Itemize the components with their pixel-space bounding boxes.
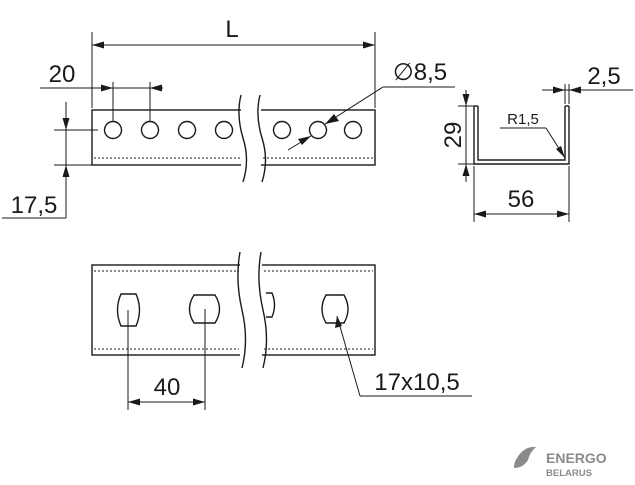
break-line-left	[238, 94, 248, 183]
slot-pitch-label: 40	[154, 374, 181, 401]
hole-offset-label: 17,5	[11, 192, 58, 219]
dim-slot-pitch: 40	[128, 374, 205, 406]
wall-thickness-label: 2,5	[587, 63, 620, 90]
dim-hole-pitch: 20	[40, 61, 163, 92]
brand-logo: ENERGO BELARUS	[514, 446, 607, 479]
dim-length: L	[91, 16, 376, 108]
hole	[214, 120, 234, 140]
slot	[188, 294, 221, 324]
hole	[140, 120, 160, 140]
base-break-right	[258, 251, 268, 369]
dim-wall-thickness: 2,5	[542, 63, 633, 104]
dim-hole-diameter: ∅8,5	[287, 59, 455, 151]
slot-size-label: 17x10,5	[374, 369, 459, 396]
hole-diameter-label: ∅8,5	[393, 59, 447, 86]
hole-pitch-label: 20	[49, 61, 76, 88]
length-label: L	[225, 16, 238, 43]
dim-height: 29	[440, 90, 478, 182]
leaf-icon	[514, 446, 536, 468]
bend-radius-label: R1,5	[507, 111, 539, 128]
break-line-right	[257, 94, 267, 183]
holes	[103, 120, 363, 140]
hole	[308, 120, 328, 140]
base-break-left	[237, 251, 247, 369]
hole	[343, 120, 363, 140]
dim-width: 56	[473, 166, 570, 222]
dim-bend-radius: R1,5	[500, 111, 566, 159]
section-inner	[477, 106, 566, 161]
section-outer	[473, 106, 570, 165]
dim-hole-offset: 17,5	[2, 102, 98, 219]
hole	[272, 120, 292, 140]
profile-side-view	[91, 82, 376, 183]
logo-line1: ENERGO	[546, 450, 607, 466]
hole	[177, 120, 197, 140]
profile-outline	[91, 109, 376, 166]
profile-base-view	[91, 251, 376, 410]
logo-line2: BELARUS	[546, 468, 592, 479]
hole	[103, 120, 123, 140]
width-label: 56	[508, 186, 535, 213]
slot-partial	[266, 292, 276, 318]
base-outline	[91, 264, 376, 356]
slot	[321, 294, 349, 324]
slot	[116, 293, 141, 327]
height-label: 29	[440, 122, 467, 149]
dim-slot-size: 17x10,5	[335, 315, 472, 397]
